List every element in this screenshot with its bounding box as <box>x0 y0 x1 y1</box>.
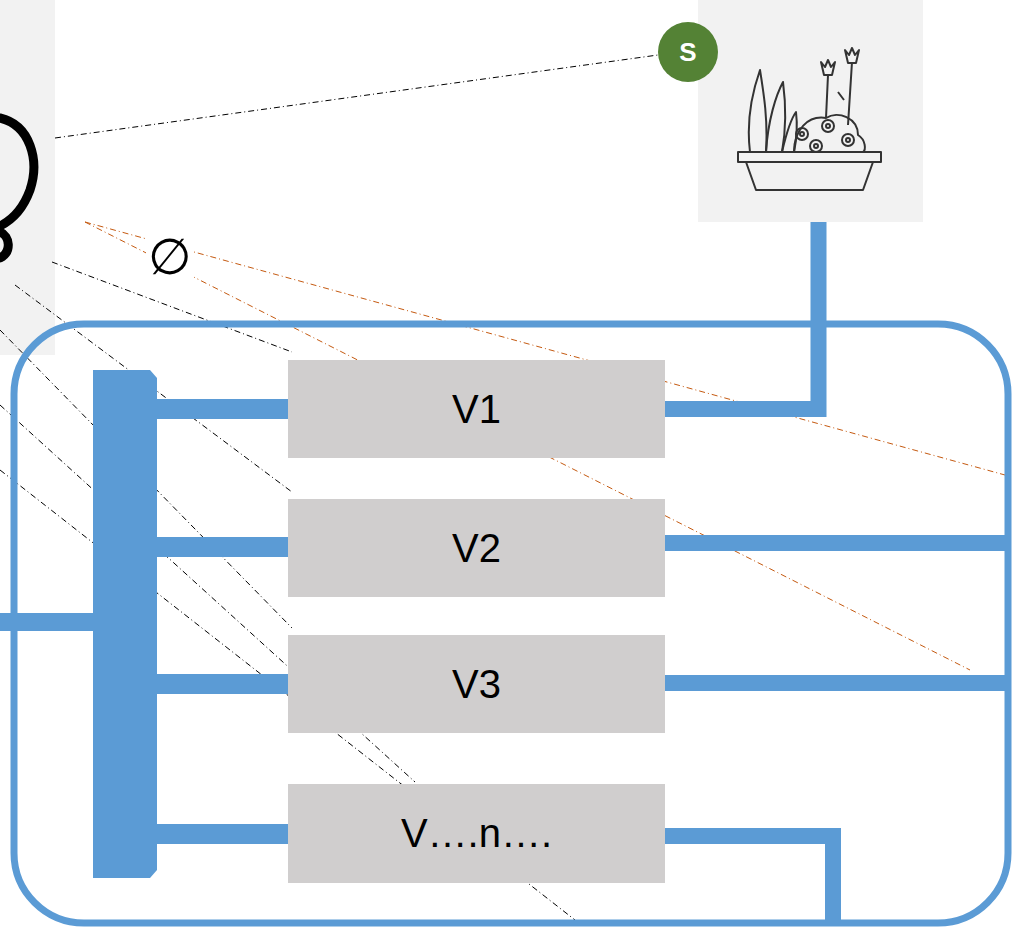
icon-panel <box>0 0 55 355</box>
valve-box: V….n…. <box>288 784 665 883</box>
valve-label: V….n…. <box>401 811 552 856</box>
valve-box: V1 <box>288 360 665 458</box>
orange-leader-lines <box>85 222 1005 670</box>
system-boundary <box>14 324 1008 923</box>
valve-box: V3 <box>288 635 665 733</box>
bulb-icon <box>0 118 34 258</box>
valve-label: V3 <box>452 662 501 707</box>
manifold <box>0 370 290 878</box>
valve-label: V2 <box>452 526 501 571</box>
pipe-connector <box>665 222 819 409</box>
valve-label: V1 <box>452 387 501 432</box>
valve-box: V2 <box>288 499 665 597</box>
plant-icon <box>698 0 923 222</box>
symbol-label: ∅ <box>146 232 194 282</box>
badge-letter: S <box>658 22 718 82</box>
outlet-pipes <box>663 543 1010 925</box>
plant-panel: S <box>698 0 923 222</box>
